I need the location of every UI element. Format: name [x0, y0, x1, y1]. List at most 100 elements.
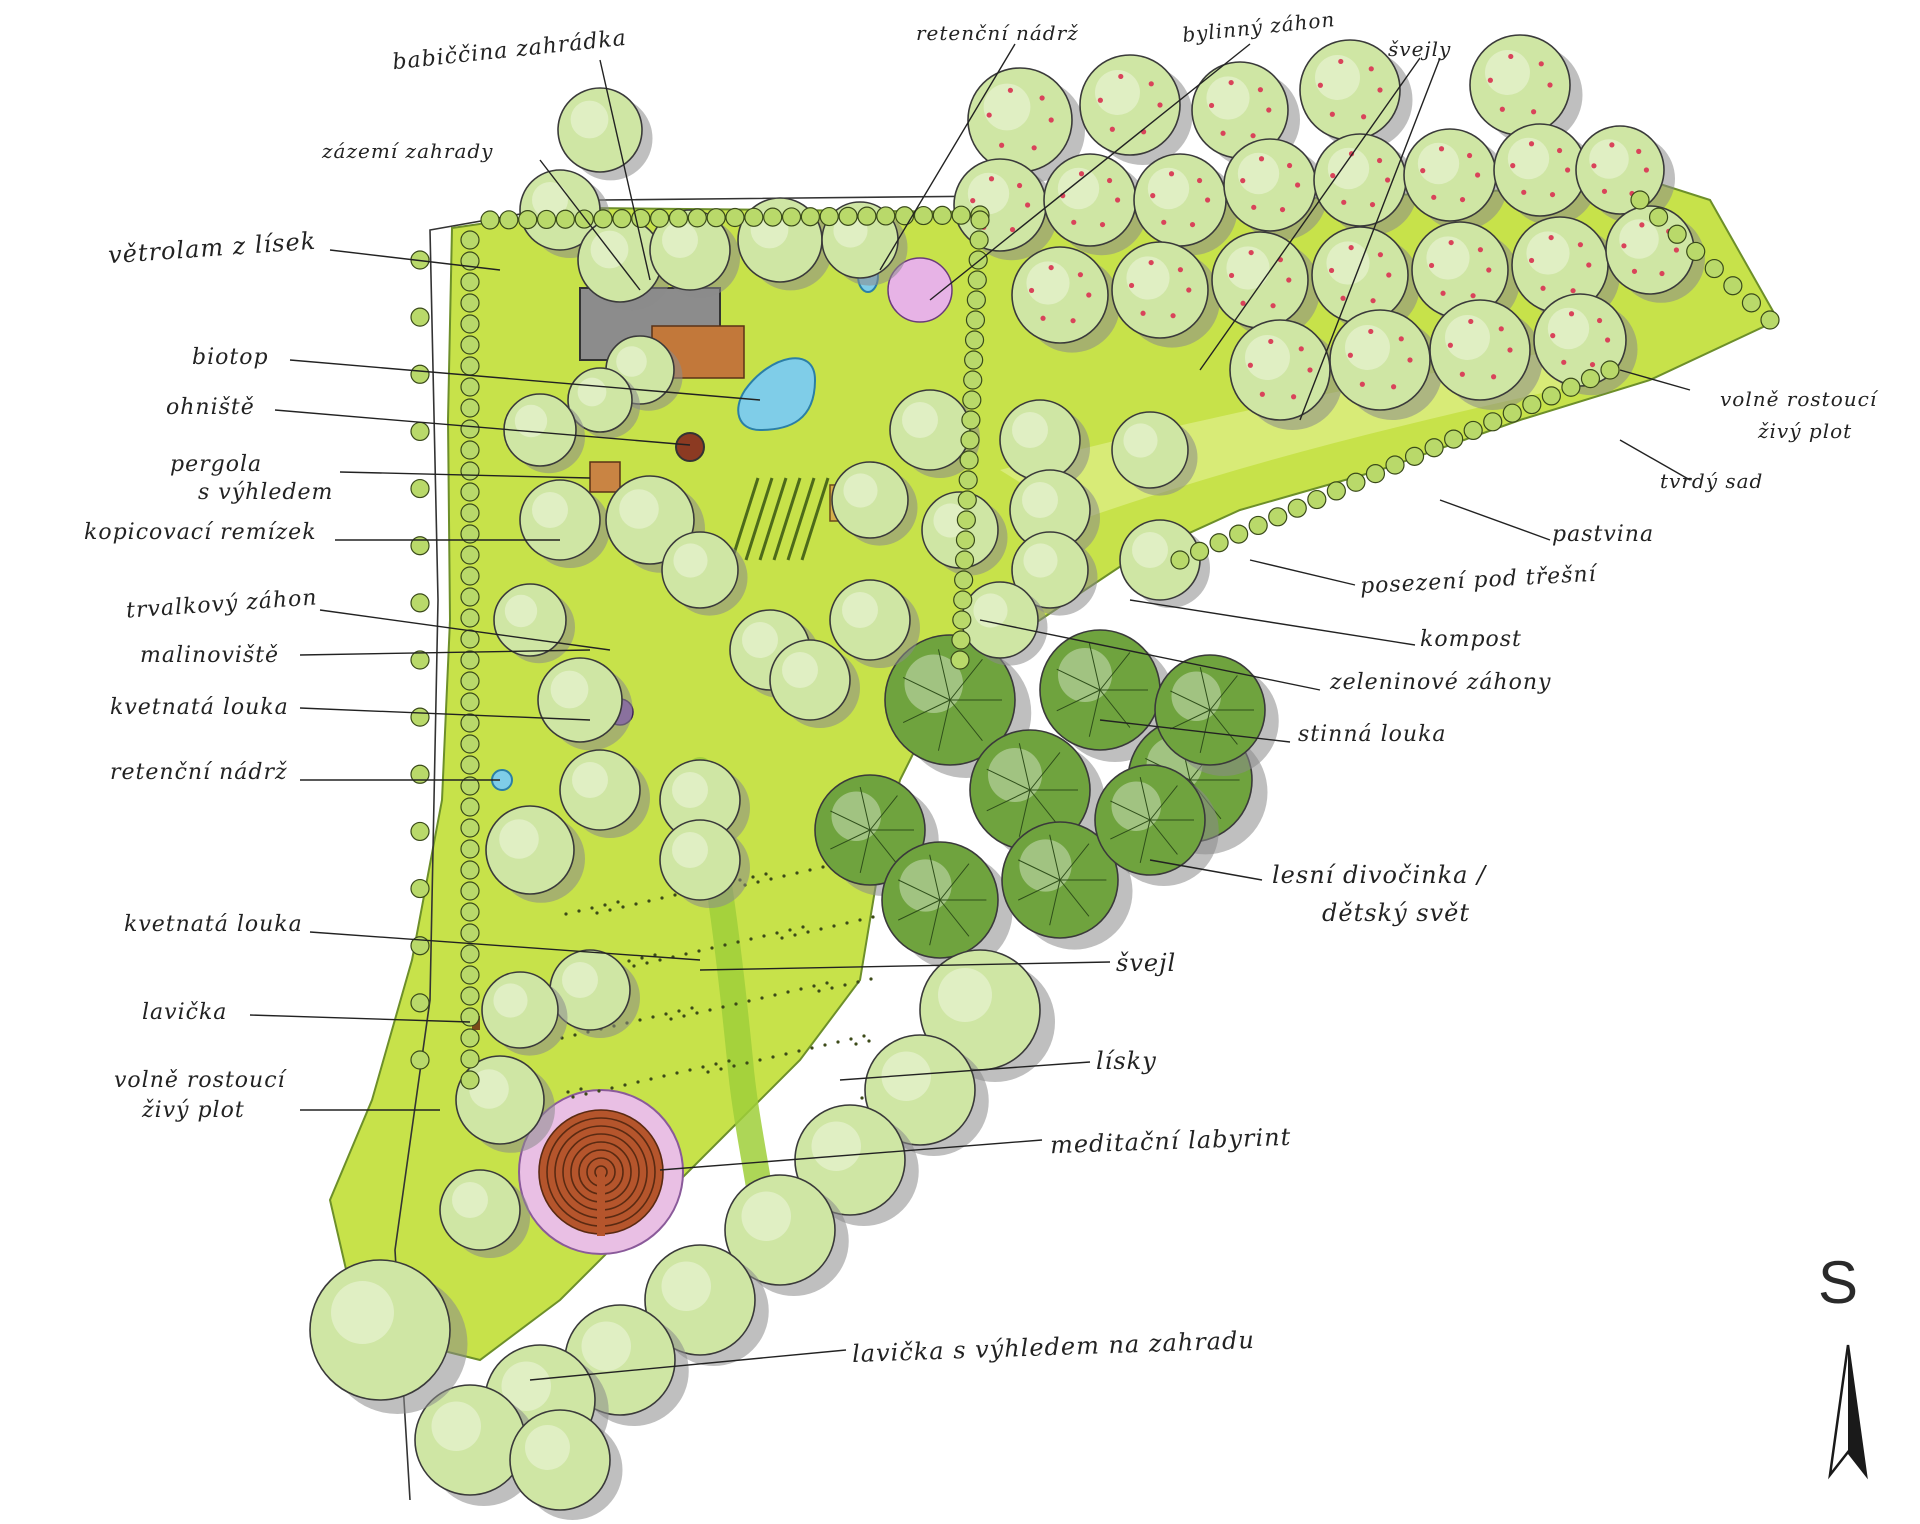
tree — [644, 1244, 769, 1366]
fruit-dot — [1370, 298, 1376, 304]
tree-highlight — [811, 1121, 861, 1171]
label-pastvina: pastvina — [1552, 522, 1655, 547]
meadow-dot — [751, 875, 755, 879]
hedge-bead — [460, 1070, 480, 1090]
hedge-bead — [410, 650, 430, 670]
hedge-bead — [460, 503, 480, 523]
leader-line — [339, 471, 591, 479]
tree-highlight — [501, 1361, 551, 1411]
tree-branch — [1149, 819, 1178, 855]
hedge-bead — [959, 450, 979, 470]
fruit-dot — [1577, 242, 1584, 248]
label-kopicovaci-remizek: kopicovací remízek — [84, 520, 317, 545]
hedge-bead — [460, 734, 480, 754]
leader-line — [1149, 859, 1263, 881]
tree-highlight — [843, 473, 878, 508]
tree-highlight — [550, 670, 589, 709]
fruit-dot — [1070, 318, 1076, 324]
tree-highlight — [1171, 671, 1221, 721]
meadow-dot — [764, 872, 768, 876]
fruit-dot — [1140, 310, 1146, 316]
tree-branch — [1017, 879, 1061, 901]
fruit-dot — [1118, 73, 1124, 80]
meadow-dot — [597, 1089, 601, 1093]
tree-highlight — [1058, 648, 1112, 702]
fruit-dot — [1459, 371, 1465, 377]
fruit-dot — [1609, 142, 1615, 148]
hedge-bead — [460, 272, 480, 292]
tree-crown — [724, 1174, 836, 1286]
fruit-dot — [1205, 197, 1211, 203]
fruit-dot — [1521, 189, 1527, 195]
fruit-tree — [1429, 299, 1543, 410]
hedge-bead — [966, 290, 986, 310]
pergola — [589, 461, 621, 493]
label-retencni-nadrz-top: retenční nádrž — [916, 21, 1079, 45]
fruit-tree — [1299, 39, 1413, 150]
meadow-dot — [734, 1002, 738, 1006]
tree-highlight — [1022, 482, 1058, 518]
fruit-dot — [1547, 82, 1553, 88]
fruit-dot — [1220, 130, 1226, 136]
fruit-dot — [1341, 199, 1347, 205]
meadow-dot — [836, 1040, 840, 1044]
meadow-dot — [832, 924, 836, 928]
tree — [794, 1104, 919, 1226]
tree-crown — [1111, 241, 1209, 339]
leader-line — [1299, 57, 1441, 421]
hedge-bead — [965, 310, 986, 330]
meadow-dot — [867, 1039, 871, 1043]
hedge-bead — [460, 755, 480, 775]
tree-branch — [1199, 709, 1211, 754]
meadow-dot — [673, 893, 677, 897]
tree-crown — [567, 367, 633, 433]
hedge-bead — [555, 209, 575, 229]
hedge-bead — [1541, 386, 1561, 406]
meadow-dot — [608, 908, 612, 912]
meadow-dot — [610, 1086, 614, 1090]
meadow-dot — [808, 868, 812, 872]
fruit-dot — [1078, 171, 1085, 177]
tree-highlight — [1057, 167, 1100, 210]
tree-branch — [897, 899, 941, 921]
tree-highlight — [1485, 50, 1530, 95]
fruit-dot — [1298, 346, 1304, 352]
meadow-dot — [727, 1059, 731, 1063]
fruit-dot — [1631, 268, 1638, 274]
tree-branch — [929, 854, 941, 901]
fruit-dot — [986, 112, 992, 118]
label-lesni-divocinka-1: lesní divočinka / — [1272, 861, 1487, 889]
meadow-dot — [823, 1043, 827, 1047]
tree-highlight — [1012, 412, 1048, 448]
leader-line — [1619, 439, 1691, 481]
tree-branch — [1139, 776, 1151, 821]
tree-highlight — [499, 819, 539, 859]
tree — [537, 657, 633, 751]
hedge-bead — [913, 205, 934, 226]
tree-highlight — [1023, 543, 1058, 578]
tree-crown — [661, 531, 739, 609]
tree-branch — [1029, 752, 1061, 791]
tree-highlight — [504, 594, 538, 628]
hedge-bead — [1561, 377, 1581, 397]
meadow-dot — [786, 990, 790, 994]
tree-branch — [1110, 819, 1151, 840]
leader-line — [599, 59, 651, 281]
meadow-dot — [638, 1018, 642, 1022]
meadow-dot — [684, 952, 688, 956]
fruit-dot — [1369, 201, 1376, 208]
meadow-dot — [760, 996, 764, 1000]
meadow-dot — [653, 953, 657, 957]
tree-highlight — [525, 1425, 570, 1470]
tree-branch — [1099, 689, 1131, 728]
hedge-bead — [499, 210, 519, 230]
hedge-bead — [410, 593, 430, 613]
meadow-dot — [745, 1061, 749, 1065]
fruit-tree — [967, 67, 1085, 183]
hedge-bead — [460, 419, 480, 439]
hedge-bead — [460, 923, 480, 943]
hedge-bead — [460, 797, 480, 817]
hedge-bead — [1209, 533, 1229, 553]
fruit-tree — [1493, 123, 1598, 226]
forest-tree — [1001, 821, 1133, 950]
